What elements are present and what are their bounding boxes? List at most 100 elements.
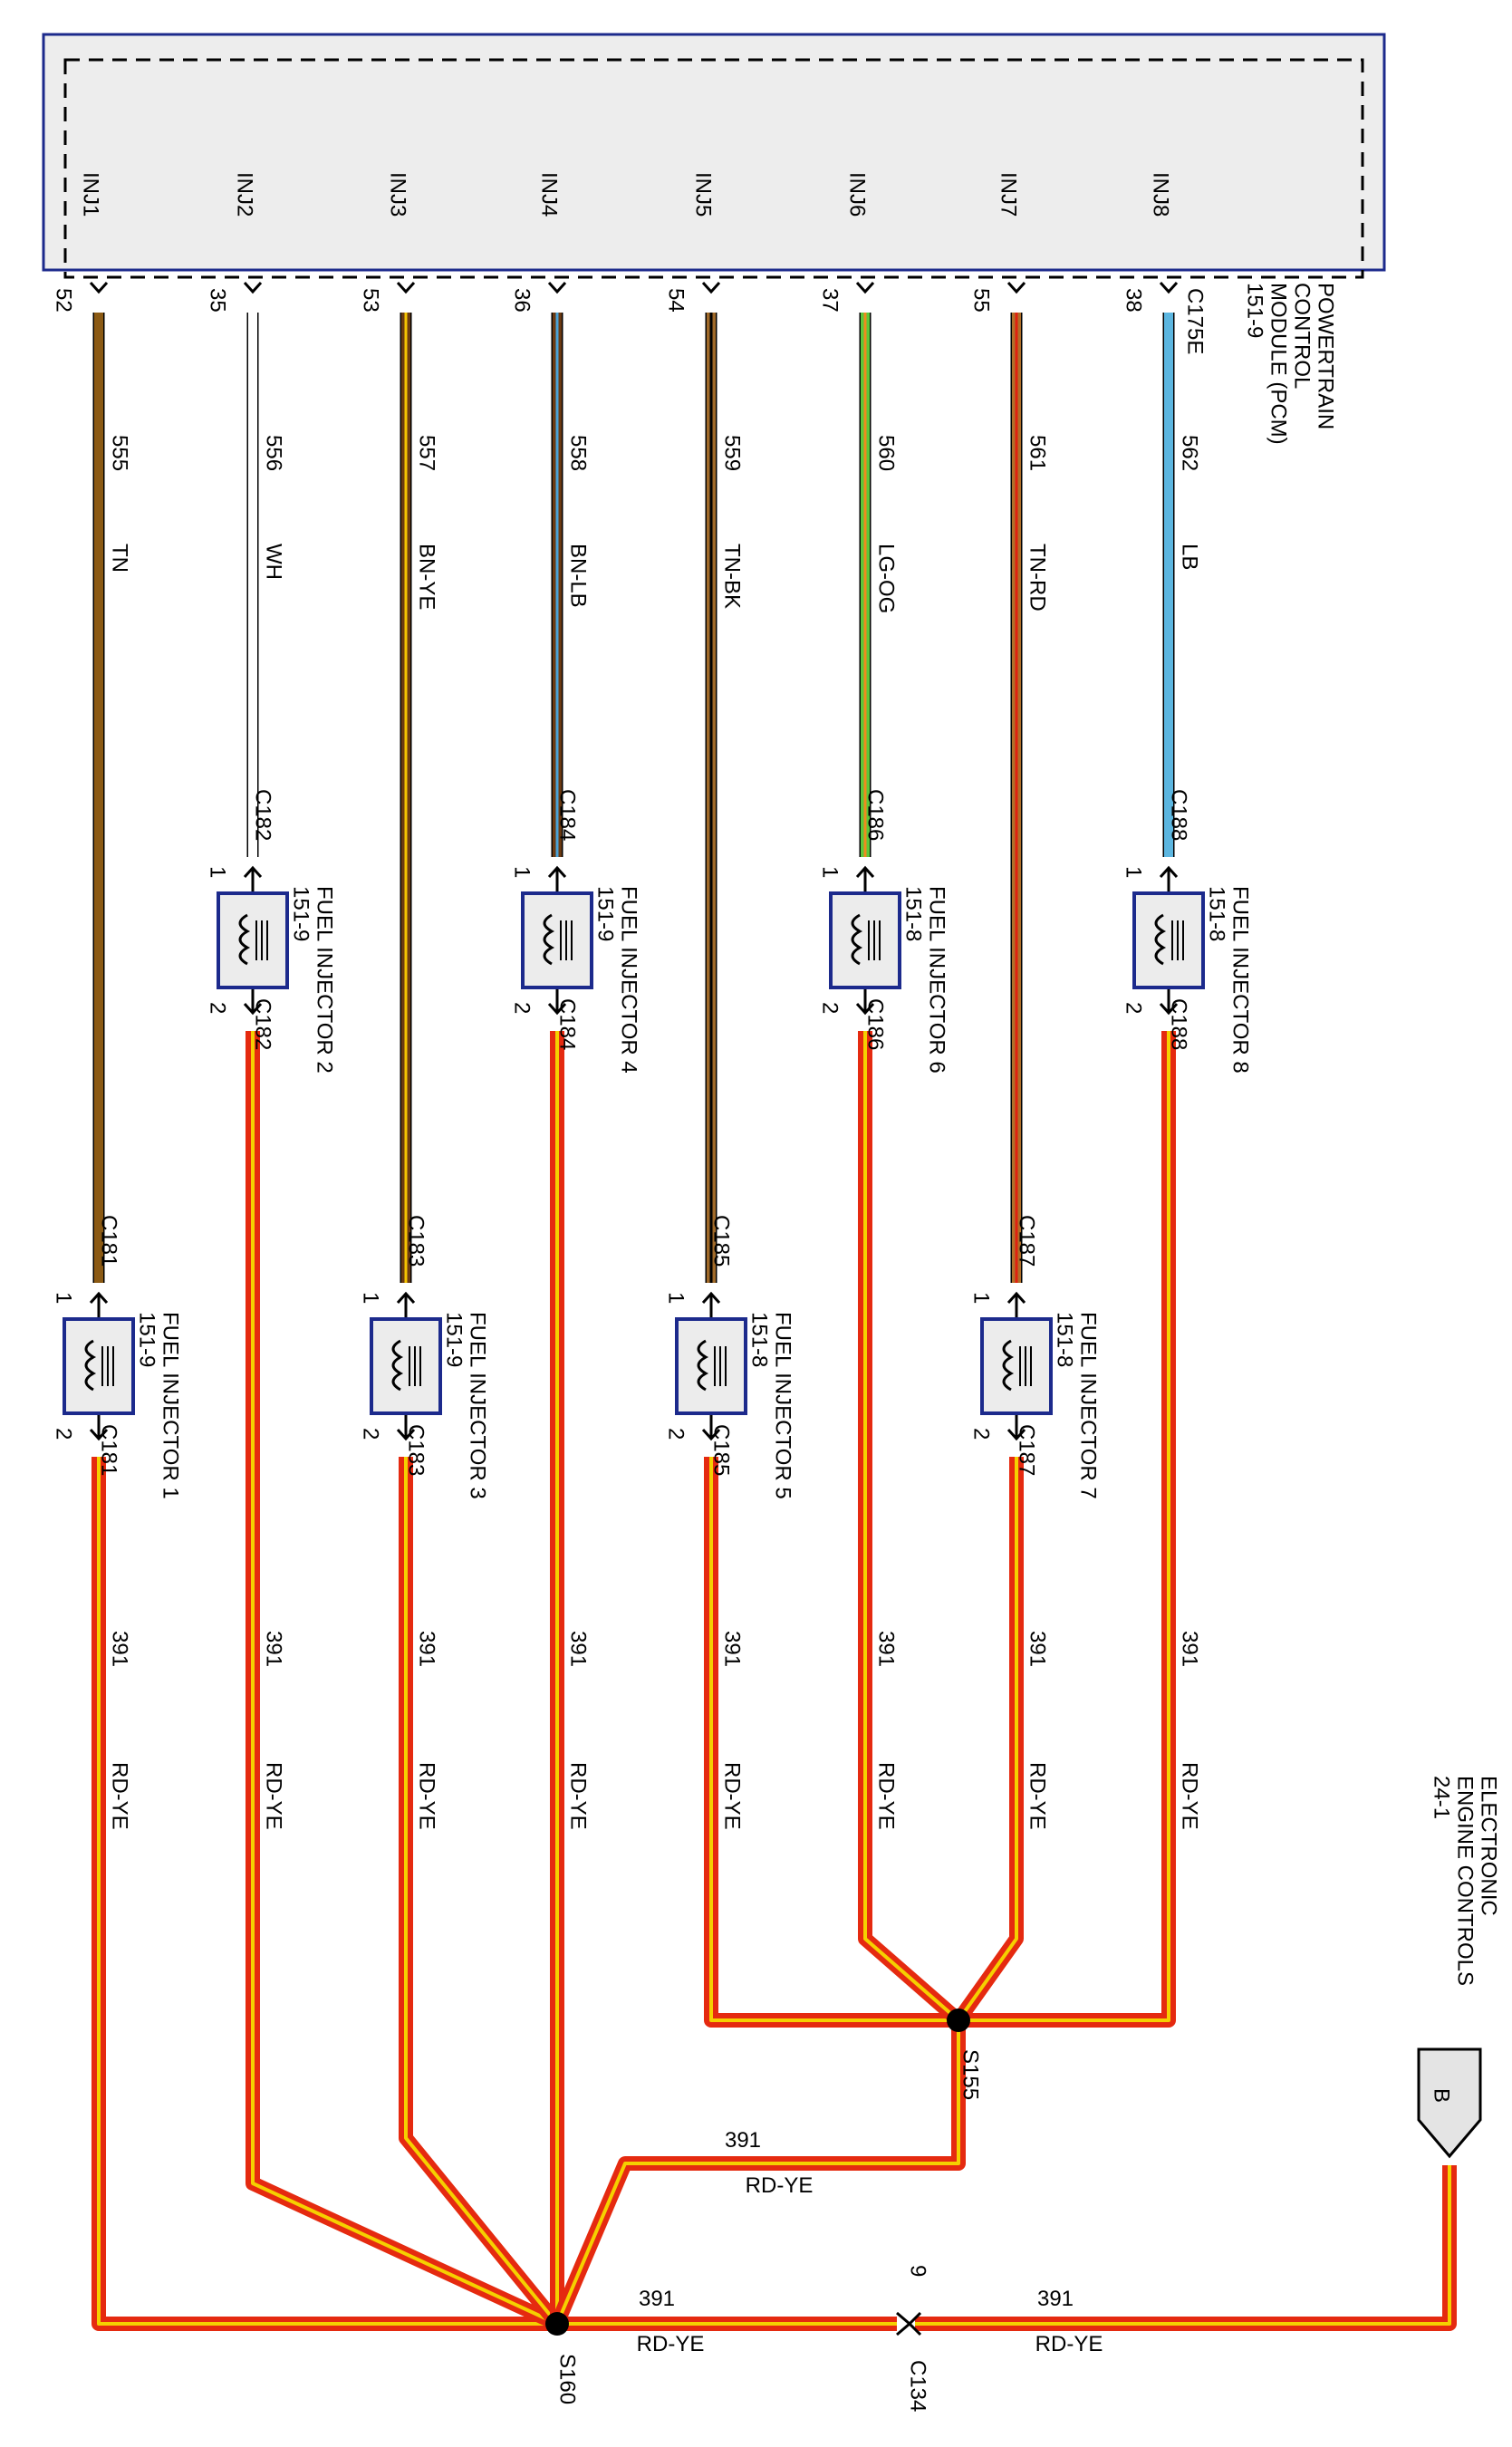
circuit-number: 559 (720, 435, 745, 471)
injector-name: FUEL INJECTOR 6 (925, 886, 949, 1074)
injector-name: FUEL INJECTOR 5 (771, 1312, 795, 1499)
coil-icon (697, 1339, 709, 1392)
offpage-reference-line: 24-1 (1430, 1776, 1454, 1819)
return-circuit-number: 391 (1178, 1631, 1202, 1667)
circuit-number: 560 (874, 435, 899, 471)
pcm-internal-boundary (63, 58, 1364, 279)
return-color-label: RD-YE (108, 1762, 132, 1830)
return-wire-7 (952, 1457, 1024, 2025)
injector-ref: 151-8 (1053, 1312, 1077, 1367)
return-circuit-number: 391 (1026, 1631, 1050, 1667)
connector-label: C185 (709, 1215, 734, 1267)
fuel-injector-1 (63, 1317, 135, 1415)
circuit-number: 557 (415, 435, 439, 471)
connector-label: C181 (97, 1424, 121, 1476)
return-wire-6 (858, 1031, 964, 2027)
connector-label: C182 (251, 998, 275, 1050)
coil-icon (84, 1339, 97, 1392)
return-circuit-number: 391 (262, 1631, 286, 1667)
fuel-injector-7 (980, 1317, 1053, 1415)
pcm-connector-label: C175E (1183, 288, 1208, 354)
connector-label: C186 (863, 998, 888, 1050)
return-color-label: RD-YE (415, 1762, 439, 1830)
connector-label: C184 (555, 998, 580, 1050)
return-circuit-number: 391 (720, 1631, 745, 1667)
pin-label: 1 (510, 866, 534, 878)
connector-label: C181 (97, 1215, 121, 1267)
connector-arrow (547, 1002, 567, 1016)
pcm-pin-number: 36 (510, 288, 534, 313)
return-color-label: RD-YE (566, 1762, 591, 1830)
return-color-label: RD-YE (1026, 1762, 1050, 1830)
pin-label: 1 (52, 1292, 76, 1304)
wire-color-label: BN-LB (566, 544, 591, 608)
splice-link-wire-stripe (555, 2020, 960, 2325)
connector-label: C182 (251, 789, 275, 841)
injector-ref: 151-8 (1205, 886, 1229, 941)
link-color-label: RD-YE (746, 2173, 814, 2198)
connector-arrow (89, 1428, 109, 1441)
fuel-injector-5 (675, 1317, 747, 1415)
fuel-injector-8 (1132, 891, 1205, 989)
coil-icon (391, 1339, 404, 1392)
return-circuit-number: 391 (415, 1631, 439, 1667)
pcm-pin-label: INJ7 (997, 172, 1021, 217)
wires-layer (91, 313, 1457, 2331)
wire-color-label: LB (1178, 544, 1202, 570)
c134-pin: 9 (906, 2265, 930, 2277)
injector-ref: 151-8 (901, 886, 926, 941)
pcm-pin-label: INJ8 (1149, 172, 1173, 217)
pcm-pin-label: INJ1 (79, 172, 103, 217)
pcm-pin-arrow (396, 281, 416, 294)
connector-label: C183 (404, 1215, 429, 1267)
return-circuit-number: 391 (874, 1631, 899, 1667)
wire-color-label: TN (108, 544, 132, 573)
pcm-title-line: POWERTRAIN (1314, 283, 1338, 429)
pcm-pin-arrow (243, 281, 263, 294)
pcm-pin-number: 53 (359, 288, 383, 313)
pcm-title-line: CONTROL (1290, 283, 1315, 389)
pin-label: 2 (52, 1428, 76, 1440)
pin-label: 1 (969, 1292, 994, 1304)
coil-icon (1154, 913, 1167, 966)
connector-label: C184 (555, 789, 580, 841)
pcm-pin-number: 37 (818, 288, 843, 313)
c134-arrow (907, 2311, 922, 2336)
pin-label: 2 (664, 1428, 689, 1440)
pcm-title-line: 151-9 (1243, 283, 1267, 338)
offpage-color-label: RD-YE (1035, 2332, 1103, 2356)
pin-label: 1 (359, 1292, 383, 1304)
pin-label: 2 (818, 1002, 843, 1014)
c134-label: C134 (906, 2360, 930, 2412)
offpage-reference-line: ELECTRONIC (1477, 1776, 1501, 1916)
injector-ref: 151-8 (747, 1312, 772, 1367)
injector-name: FUEL INJECTOR 7 (1076, 1312, 1101, 1499)
pcm-pin-label: INJ5 (691, 172, 716, 217)
injector-ref: 151-9 (593, 886, 618, 941)
connector-label: C187 (1015, 1424, 1039, 1476)
connector-label: C187 (1015, 1215, 1039, 1267)
wire-color-label: TN-BK (720, 544, 745, 609)
pcm-pin-arrow (701, 281, 721, 294)
main-color-label: RD-YE (637, 2332, 705, 2356)
injector-name: FUEL INJECTOR 3 (466, 1312, 490, 1499)
return-wire-1-stripe (97, 1457, 557, 2326)
injector-name: FUEL INJECTOR 1 (159, 1312, 183, 1499)
pcm-module (42, 33, 1386, 272)
pin-label: 1 (1122, 866, 1146, 878)
return-wire-3 (399, 1457, 563, 2329)
fuel-injector-3 (370, 1317, 442, 1415)
components-layer (42, 33, 1482, 2336)
pin-label: 1 (206, 866, 230, 878)
return-color-label: RD-YE (720, 1762, 745, 1830)
pcm-pin-number: 52 (52, 288, 76, 313)
pin-label: 2 (1122, 1002, 1146, 1014)
pcm-pin-arrow (1006, 281, 1026, 294)
wire-color-label: WH (262, 544, 286, 580)
circuit-number: 561 (1026, 435, 1050, 471)
splice-s155 (947, 2009, 970, 2032)
coil-icon (543, 913, 555, 966)
return-wire-5-stripe (709, 1457, 958, 2022)
fuel-injector-2 (217, 891, 289, 989)
circuit-number: 556 (262, 435, 286, 471)
